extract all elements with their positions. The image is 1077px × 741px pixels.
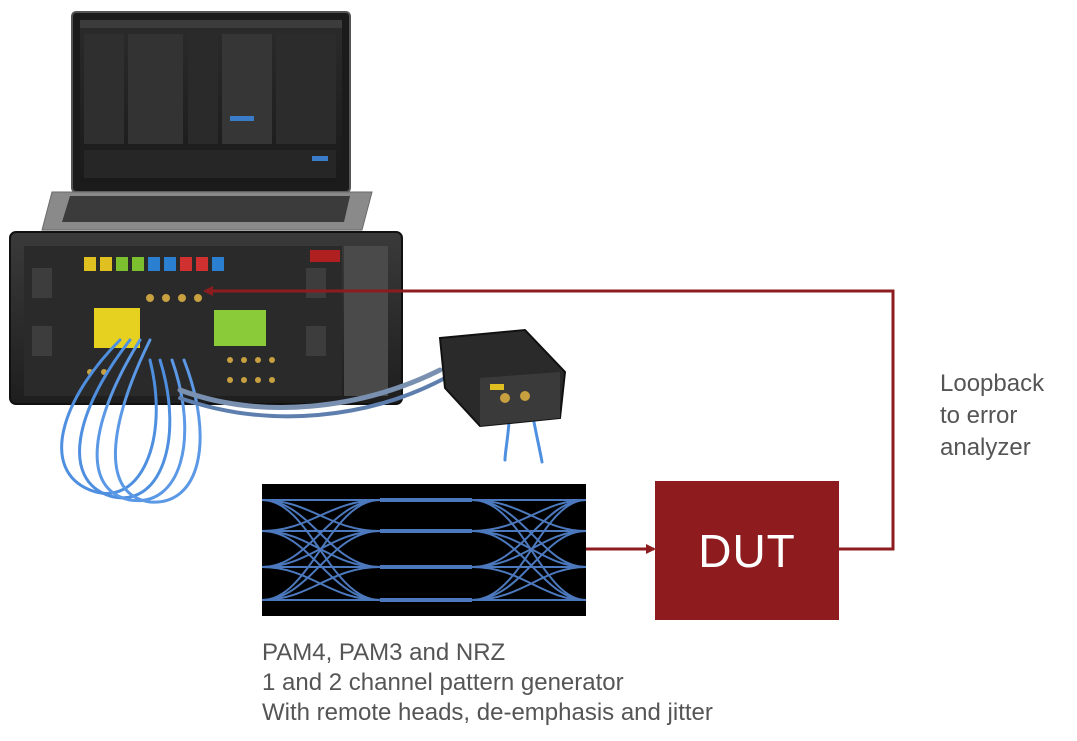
slot-handle-2	[32, 326, 52, 356]
connector-green-2	[132, 257, 144, 271]
screen-panel-slider	[188, 34, 218, 144]
mainframe-side-panel	[344, 246, 388, 396]
laptop	[41, 11, 373, 244]
laptop-keyboard	[62, 196, 350, 222]
caption: PAM4, PAM3 and NRZ 1 and 2 channel patte…	[262, 638, 713, 728]
remote-head-label	[490, 384, 504, 390]
eye-diagram	[261, 484, 587, 616]
connector-yellow-2	[100, 257, 112, 271]
slot-handle-1	[32, 268, 52, 298]
screen-titlebar	[80, 20, 342, 28]
connector-blue-3	[212, 257, 224, 271]
keysight-logo	[310, 250, 340, 262]
caption-line-1: PAM4, PAM3 and NRZ	[262, 639, 506, 666]
dut-box	[655, 481, 839, 620]
caption-line-2: 1 and 2 channel pattern generator	[262, 669, 624, 696]
screen-panel-right	[222, 34, 272, 144]
eye-diagram-background	[262, 484, 586, 616]
remote-head-unit	[438, 328, 567, 428]
loopback-label: Loopback to error analyzer	[940, 368, 1044, 464]
bert-mainframe	[9, 231, 403, 405]
connector-red-2	[196, 257, 208, 271]
dut-label: DUT	[698, 524, 796, 577]
eye-traces	[261, 498, 587, 602]
loopback-arrow	[203, 286, 895, 551]
loopback-line-3: analyzer	[940, 434, 1031, 461]
connector-green-1	[116, 257, 128, 271]
remote-head-port-2	[520, 391, 530, 401]
connector-blue-2	[164, 257, 176, 271]
connector-yellow-1	[84, 257, 96, 271]
screen-panel-mid	[128, 34, 183, 144]
connector-red-1	[180, 257, 192, 271]
screen-button	[230, 116, 254, 121]
module-green	[214, 310, 266, 346]
connector-blue-1	[148, 257, 160, 271]
remote-head-front	[480, 372, 560, 426]
slot-handle-4	[306, 326, 326, 356]
screen-footer	[84, 150, 336, 178]
screen-panel-far	[276, 34, 336, 144]
loopback-line-1: Loopback	[940, 370, 1045, 397]
caption-line-3: With remote heads, de-emphasis and jitte…	[262, 699, 713, 726]
remote-head-port-1	[500, 393, 510, 403]
loopback-line-2: to error	[940, 402, 1018, 429]
screen-footer-button	[312, 156, 328, 161]
blue-coax-cables	[60, 338, 544, 504]
slot-handle-3	[306, 268, 326, 298]
screen-panel-left	[84, 34, 124, 144]
